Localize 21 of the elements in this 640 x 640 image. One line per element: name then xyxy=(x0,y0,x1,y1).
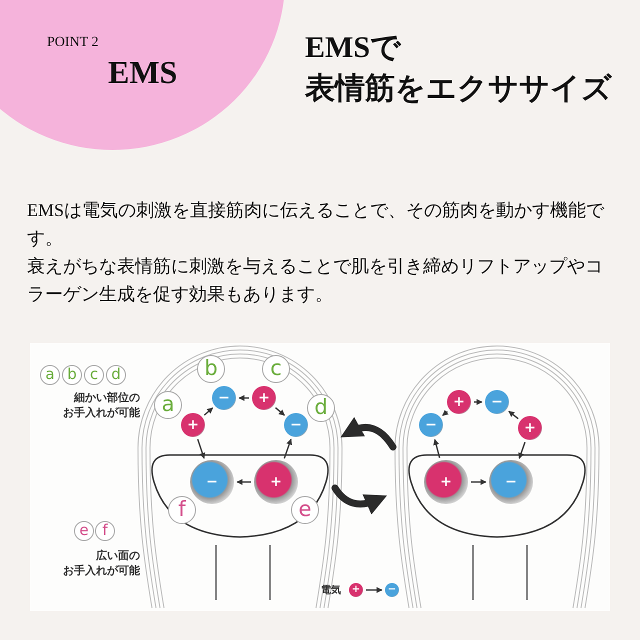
arrow xyxy=(518,442,526,459)
arrow xyxy=(442,410,449,416)
arrow xyxy=(471,479,487,485)
heading: EMS xyxy=(108,54,178,91)
arrow xyxy=(366,587,383,593)
arrow xyxy=(204,407,214,416)
arrow xyxy=(236,479,251,485)
arrow xyxy=(508,410,519,420)
arrow xyxy=(238,395,249,401)
caption-text: 広い面のお手入れが可能 xyxy=(62,548,140,578)
caption-text: 細かい部位のお手入れが可能 xyxy=(62,390,140,420)
legend-text: 電気 xyxy=(321,584,341,597)
arrow xyxy=(433,438,440,458)
body-text: EMSは電気の刺激を直接筋肉に伝えることで、その筋肉を動かす機能です。 xyxy=(27,199,606,250)
arrow xyxy=(284,438,292,459)
point-label: POINT 2 xyxy=(47,35,98,51)
arrow xyxy=(275,407,285,416)
body-text: 衰えがちな表情筋に刺激を与えることで肌を引き締めリフトアップやコラーゲン生成を促す効果もあります。 xyxy=(27,255,604,306)
title: EMSで表情筋をエクササイズ xyxy=(305,30,613,106)
arrow xyxy=(474,399,483,405)
arrow xyxy=(197,438,206,459)
